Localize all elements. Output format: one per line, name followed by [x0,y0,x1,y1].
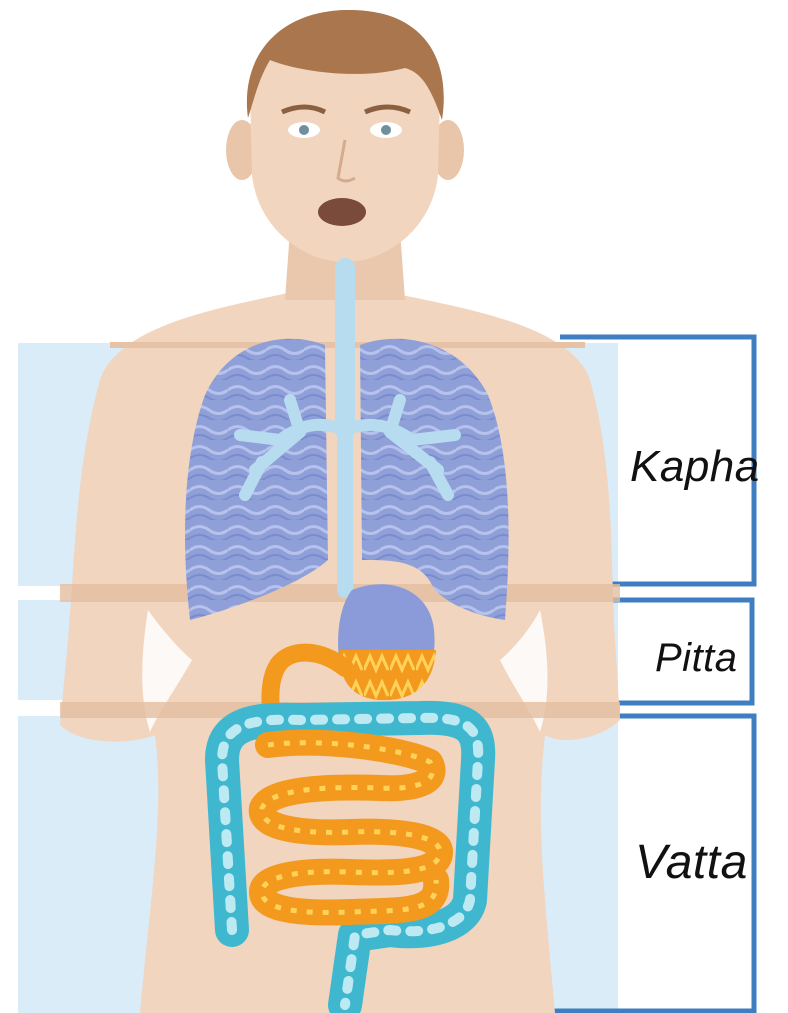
pitta-label: Pitta [655,636,738,681]
vatta-label: Vatta [635,835,748,890]
kapha-label: Kapha [630,442,760,492]
left-pupil [299,125,309,135]
right-pupil [381,125,391,135]
mouth [318,198,366,226]
